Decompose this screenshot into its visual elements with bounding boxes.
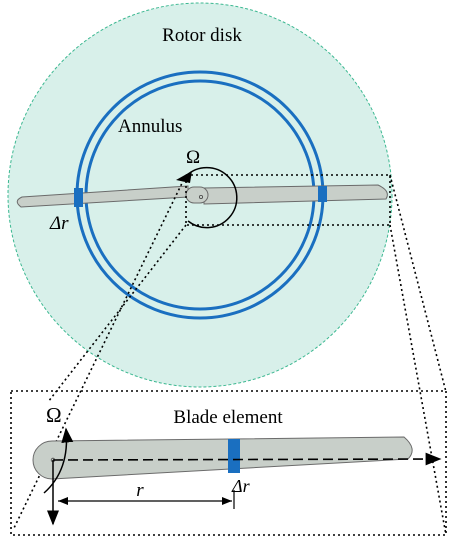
zoom-line-4 [389,224,447,536]
hub [185,186,209,204]
hub-center [198,194,203,199]
radius-arrowhead-left [58,497,68,505]
omega-label-top: Ω [186,147,200,168]
annulus-label: Annulus [118,116,182,137]
left-blade-element [74,188,83,207]
delta-r-label-bottom: Δr [231,476,251,496]
left-blade [16,185,189,208]
zoom-line-1 [13,174,187,529]
selection-box [185,174,391,226]
detail-blade-element [228,439,240,473]
rotation-arrow-bottom [43,427,74,494]
omega-label-bottom: Ω [46,403,62,427]
rotation-arrowhead-top [176,171,192,183]
right-blade [203,184,388,205]
zoom-line-3 [389,174,447,393]
detail-box [10,390,447,536]
delta-r-label-top: Δr [49,213,69,234]
blade-element-label: Blade element [173,407,283,428]
right-blade-element [318,186,327,202]
rotation-arrow-top [185,166,238,229]
radius-label: r [136,480,144,501]
radius-arrowhead-right [222,497,232,505]
rotor-disk-label: Rotor disk [162,25,242,46]
blade-axis-arrow [52,452,442,466]
detail-blade [32,436,413,480]
